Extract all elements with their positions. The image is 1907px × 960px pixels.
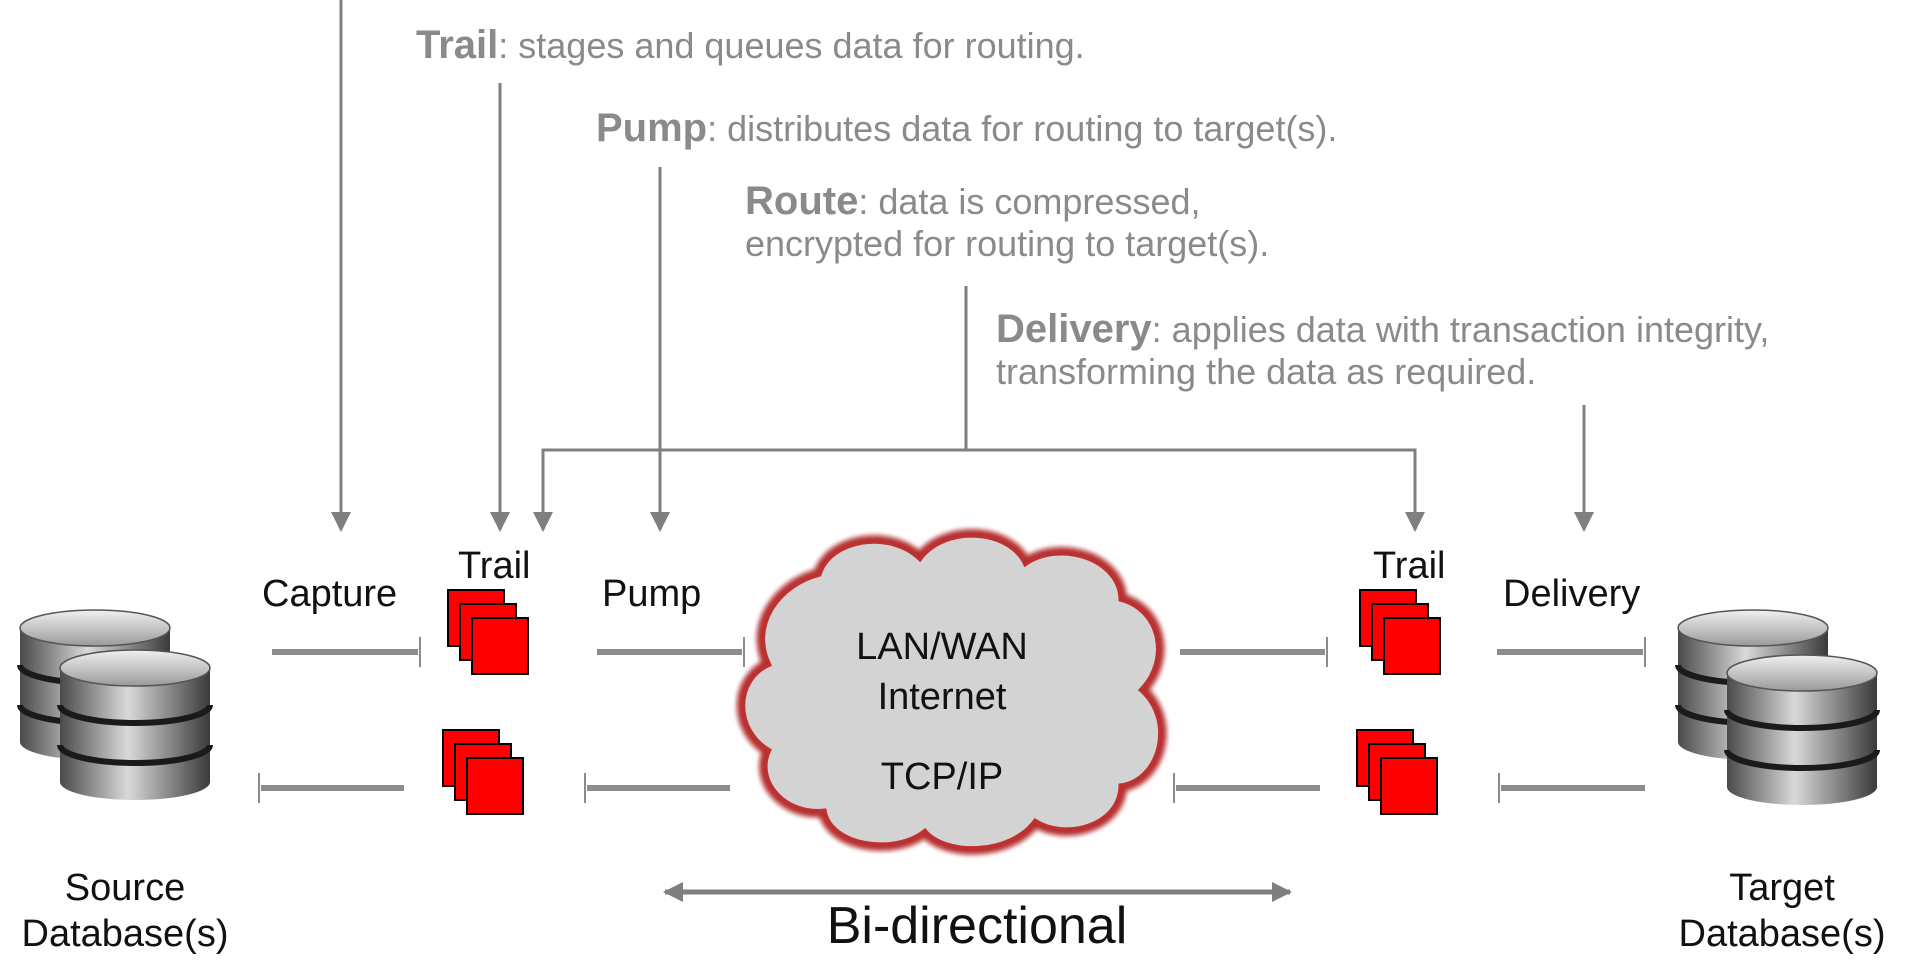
source-trail-label: Trail <box>458 545 531 587</box>
delivery-description: Delivery: applies data with transaction … <box>996 308 1769 393</box>
network-label-lan-wan: LAN/WAN <box>856 626 1028 668</box>
pointer-lines <box>331 0 1594 532</box>
source-database-icon <box>20 610 210 800</box>
trail-description: Trail: stages and queues data for routin… <box>416 24 1085 67</box>
bidirectional-label: Bi-directional <box>826 897 1128 955</box>
target-trail-label: Trail <box>1373 545 1446 587</box>
delivery-label: Delivery <box>1503 573 1641 615</box>
route-description-text: : data is compressed, <box>858 181 1201 222</box>
pump-label: Pump <box>602 573 702 615</box>
pump-term: Pump <box>596 106 708 150</box>
flow-arrows <box>258 637 1646 803</box>
target-db-label-line1: Target <box>1729 867 1835 909</box>
trail-term: Trail <box>416 23 499 67</box>
target-trail-stack-top <box>1359 589 1441 675</box>
source-db-label-line1: Source <box>64 867 186 909</box>
route-description-line2: encrypted for routing to target(s). <box>745 223 1270 264</box>
delivery-description-text: : applies data with transaction integrit… <box>1151 309 1770 350</box>
target-db-label-line2: Database(s) <box>1678 913 1886 955</box>
delivery-description-line2: transforming the data as required. <box>996 351 1537 392</box>
pump-description-text: : distributes data for routing to target… <box>707 108 1338 149</box>
route-term: Route <box>745 179 859 223</box>
cloud-icon <box>736 529 1167 855</box>
trail-description-text: : stages and queues data for routing. <box>498 25 1085 66</box>
route-description: Route: data is compressed, encrypted for… <box>745 180 1269 265</box>
network-label-tcpip: TCP/IP <box>880 756 1004 798</box>
capture-label: Capture <box>262 573 398 615</box>
route-pointer-bracket <box>533 448 1425 532</box>
network-label-internet: Internet <box>877 676 1007 718</box>
source-db-label-line2: Database(s) <box>21 913 229 955</box>
pump-description: Pump: distributes data for routing to ta… <box>596 107 1337 150</box>
delivery-term: Delivery <box>996 307 1152 351</box>
target-trail-stack-bottom <box>1356 729 1438 815</box>
target-database-icon <box>1678 610 1877 805</box>
source-trail-stack-bottom <box>442 729 524 815</box>
source-trail-stack-top <box>447 589 529 675</box>
